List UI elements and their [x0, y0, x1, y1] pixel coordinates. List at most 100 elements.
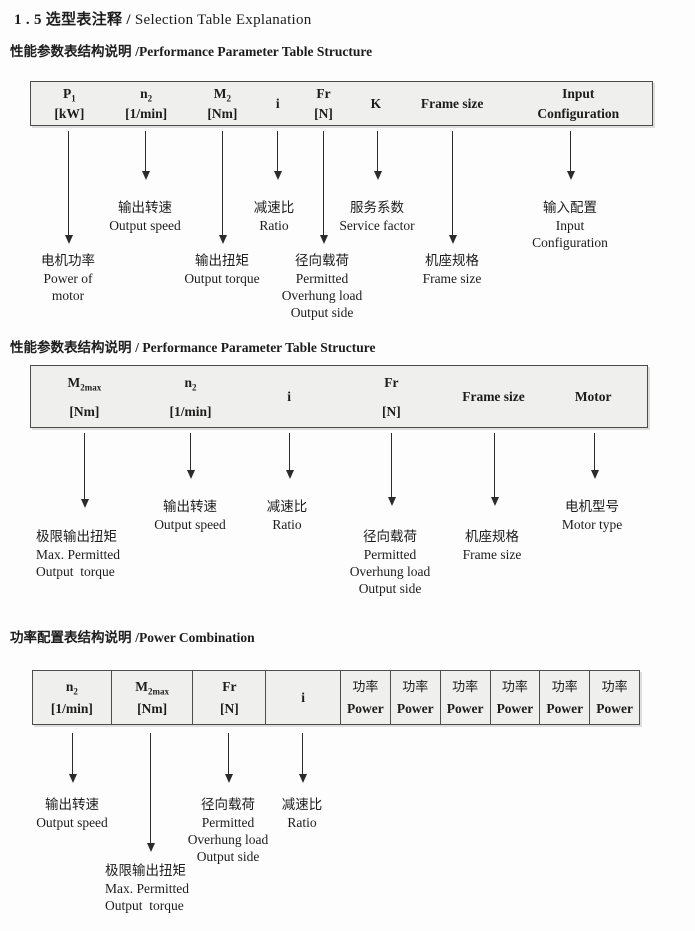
table1-col-k: K: [352, 82, 400, 125]
col-symbol: 功率: [452, 679, 479, 694]
table1-col-n2: n2 [1/min]: [108, 82, 185, 125]
table1-col-p1: P1 [kW]: [31, 82, 108, 125]
table3-col-power-1: 功率 Power: [339, 671, 390, 724]
col-unit: Configuration: [537, 106, 620, 121]
table1-col-i: i: [260, 82, 295, 125]
col-symbol: Input: [562, 86, 595, 101]
label-s3-max-output-torque: 极限输出扭矩 Max. Permitted Output torque: [105, 863, 189, 913]
table3-col-power-2: 功率 Power: [389, 671, 440, 724]
col-symbol: Frame size: [462, 389, 525, 404]
arrow-s2-motor: [590, 433, 599, 479]
label-s1-output-torque: 输出扭矩 Output torque: [184, 253, 260, 286]
label-s3-ratio: 减速比 Ratio: [281, 797, 323, 830]
arrow-s2-i: [285, 433, 294, 479]
label-s3-output-speed: 输出转速 Output speed: [36, 797, 108, 830]
col-symbol: Motor: [574, 389, 612, 404]
col-symbol: M2max: [135, 679, 169, 697]
table3-col-power-5: 功率 Power: [539, 671, 589, 724]
col-symbol: P1: [63, 86, 76, 104]
col-unit: Power: [396, 701, 434, 716]
section2-heading: 性能参数表结构说明 / Performance Parameter Table …: [10, 336, 375, 356]
arrow-s1-i: [273, 131, 282, 180]
label-s2-frame-size: 机座规格 Frame size: [462, 529, 522, 562]
arrow-s2-fr: [387, 433, 396, 506]
arrow-s1-p1: [64, 131, 73, 244]
col-unit: Power: [347, 701, 384, 716]
label-s1-frame-size: 机座规格 Frame size: [422, 253, 482, 286]
col-symbol: M2max: [67, 374, 102, 393]
col-symbol: 功率: [601, 679, 628, 694]
col-symbol: 功率: [352, 679, 379, 694]
table3-col-n2: n2 [1/min]: [33, 671, 111, 724]
section1-heading-en: /Performance Parameter Table Structure: [135, 44, 373, 59]
col-symbol: Frame size: [420, 96, 484, 111]
label-s1-output-speed: 输出转速 Output speed: [109, 200, 181, 233]
col-symbol: Fr: [384, 374, 399, 390]
col-symbol: K: [370, 96, 382, 111]
table3-col-power-3: 功率 Power: [439, 671, 490, 724]
table2-header: M2max [Nm] n2 [1/min] i Fr [N] Frame siz…: [30, 365, 648, 428]
col-unit: [1/min]: [50, 701, 93, 716]
label-s2-output-speed: 输出转速 Output speed: [154, 499, 226, 532]
table3-header: n2 [1/min] M2max [Nm] Fr [N] i 功率 Power …: [32, 670, 640, 725]
table1-header: P1 [kW] n2 [1/min] M2 [Nm] i Fr [N] K Fr…: [30, 81, 653, 126]
arrow-s2-frame-size: [490, 433, 499, 506]
col-unit: [N]: [314, 106, 333, 121]
arrow-s3-i: [298, 733, 307, 783]
col-unit: [Nm]: [207, 106, 238, 121]
col-unit: [kW]: [54, 106, 85, 121]
page-title-zh: 1 . 5 选型表注释 /: [14, 12, 135, 28]
col-symbol: 功率: [551, 679, 578, 694]
arrow-s1-fr: [319, 131, 328, 244]
label-s1-input-configuration: 输入配置 Input Configuration: [532, 200, 608, 250]
col-symbol: 功率: [501, 679, 528, 694]
section3-heading: 功率配置表结构说明 /Power Combination: [10, 626, 255, 646]
arrow-s1-input: [566, 131, 575, 180]
label-s1-service-factor: 服务系数 Service factor: [339, 200, 415, 233]
col-unit: [N]: [381, 403, 401, 419]
label-s2-overhung-load: 径向载荷 Permitted Overhung load Output side: [349, 529, 431, 596]
col-symbol: i: [287, 389, 292, 404]
col-unit: Power: [546, 701, 584, 716]
col-unit: [N]: [219, 701, 239, 716]
page-title: 1 . 5 选型表注释 / Selection Table Explanatio…: [14, 8, 312, 29]
label-s1-overhung-load: 径向载荷 Permitted Overhung load Output side: [281, 253, 363, 320]
arrow-s2-m2max: [80, 433, 89, 508]
table2-col-i: i: [243, 366, 335, 427]
label-s2-motor-type: 电机型号 Motor type: [561, 499, 623, 532]
table1-col-m2: M2 [Nm]: [185, 82, 261, 125]
col-unit: [Nm]: [137, 701, 168, 716]
col-symbol: n2: [140, 86, 153, 104]
col-symbol: n2: [184, 374, 197, 393]
table2-col-n2: n2 [1/min]: [138, 366, 244, 427]
col-unit: [Nm]: [69, 403, 100, 419]
table3-col-power-6: 功率 Power: [589, 671, 639, 724]
label-s1-ratio: 减速比 Ratio: [253, 200, 295, 233]
arrow-s3-fr: [224, 733, 233, 783]
col-symbol: Fr: [222, 679, 237, 694]
col-unit: [1/min]: [169, 403, 212, 419]
table3-col-power-4: 功率 Power: [489, 671, 540, 724]
label-s3-overhung-load: 径向载荷 Permitted Overhung load Output side: [187, 797, 269, 864]
col-symbol: n2: [65, 679, 78, 697]
col-symbol: 功率: [402, 679, 429, 694]
section1-heading: 性能参数表结构说明 /Performance Parameter Table S…: [10, 40, 372, 60]
arrow-s1-frame-size: [448, 131, 457, 244]
table1-col-input-configuration: Input Configuration: [504, 82, 652, 125]
section3-heading-en: /Power Combination: [135, 630, 255, 645]
label-s2-ratio: 减速比 Ratio: [266, 499, 308, 532]
table2-col-motor: Motor: [539, 366, 647, 427]
page-title-en: Selection Table Explanation: [134, 12, 312, 28]
col-symbol: Fr: [316, 86, 331, 101]
table3-col-m2max: M2max [Nm]: [110, 671, 193, 724]
section1-heading-zh: 性能参数表结构说明: [10, 44, 136, 59]
table1-col-fr: Fr [N]: [295, 82, 352, 125]
col-symbol: M2: [213, 86, 231, 104]
col-symbol: i: [301, 690, 305, 705]
section2-heading-en: / Performance Parameter Table Structure: [135, 340, 376, 355]
table3-col-fr: Fr [N]: [192, 671, 265, 724]
arrow-s3-n2: [68, 733, 77, 783]
arrow-s1-k: [373, 131, 382, 180]
table1-col-frame-size: Frame size: [400, 82, 505, 125]
